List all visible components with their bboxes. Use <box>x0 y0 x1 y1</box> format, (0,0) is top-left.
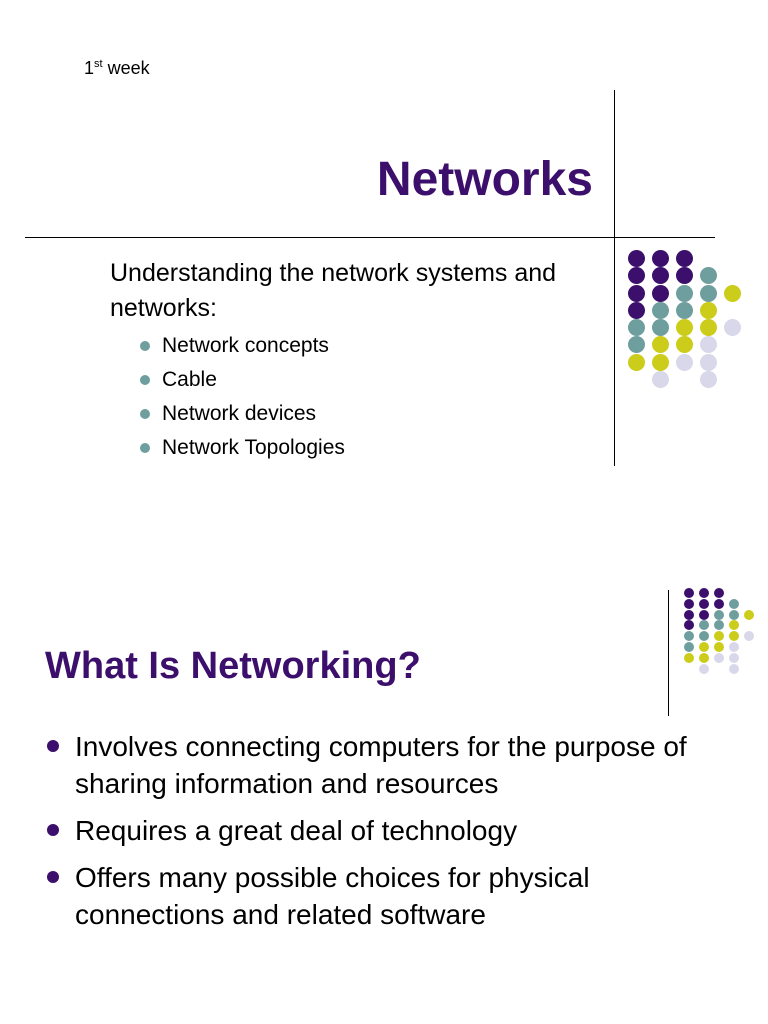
list-item: Cable <box>140 366 345 400</box>
week-label: 1st week <box>84 58 150 79</box>
decorative-dot <box>684 598 694 609</box>
decorative-dot <box>676 301 693 319</box>
decorative-dot <box>699 620 709 631</box>
decorative-dot <box>684 620 694 631</box>
decorative-dot <box>652 301 669 319</box>
decorative-dot <box>628 267 645 285</box>
vertical-divider <box>614 90 615 466</box>
decorative-dot <box>628 336 645 354</box>
horizontal-divider <box>25 237 715 238</box>
decorative-dot <box>699 663 709 674</box>
decorative-dot <box>676 250 693 267</box>
slide-title-2: What Is Networking? <box>45 645 421 687</box>
list-item: Involves connecting computers for the pu… <box>45 728 745 802</box>
decorative-dot <box>699 642 709 652</box>
decorative-dot <box>700 370 717 388</box>
decorative-dot <box>676 353 693 371</box>
decorative-dot <box>684 652 694 663</box>
decorative-dot <box>699 652 709 663</box>
decorative-dot <box>628 301 645 319</box>
decorative-dot <box>700 319 717 337</box>
list-item: Network Topologies <box>140 434 345 468</box>
decorative-dot <box>724 319 741 337</box>
vertical-divider-small <box>668 590 669 716</box>
decorative-dot <box>652 284 669 302</box>
decorative-dot <box>628 284 645 302</box>
decorative-dot <box>729 652 739 663</box>
decorative-dot <box>684 609 694 620</box>
decorative-dot <box>699 631 709 642</box>
decorative-dot <box>628 353 645 371</box>
decorative-dot <box>744 631 754 642</box>
week-number: 1 <box>84 58 95 78</box>
topic-list: Network concepts Cable Network devices N… <box>140 332 345 468</box>
slide-title: Networks <box>376 153 593 206</box>
week-suffix: st <box>94 58 103 70</box>
decorative-dot <box>684 631 694 642</box>
decorative-dot <box>714 620 724 631</box>
decorative-dot <box>729 609 739 620</box>
decorative-dot <box>676 319 693 337</box>
decorative-dot <box>652 267 669 285</box>
decorative-dot <box>714 652 724 663</box>
list-item: Network concepts <box>140 332 345 366</box>
decorative-dot <box>652 319 669 337</box>
decorative-dot <box>724 284 741 302</box>
week-text: week <box>107 58 150 78</box>
decorative-dot <box>714 609 724 620</box>
decorative-dot <box>699 609 709 620</box>
decorative-dot <box>652 353 669 371</box>
decorative-dot <box>628 250 645 267</box>
decorative-dot <box>652 336 669 354</box>
decorative-dot <box>676 284 693 302</box>
decorative-dot <box>676 267 693 285</box>
decorative-dot <box>714 631 724 642</box>
bullet-list: Involves connecting computers for the pu… <box>45 728 745 943</box>
decorative-dot <box>700 353 717 371</box>
decorative-dot <box>700 301 717 319</box>
decorative-dot <box>652 370 669 388</box>
decorative-dot <box>700 284 717 302</box>
decorative-dot <box>729 620 739 631</box>
decorative-dot <box>700 267 717 285</box>
decorative-dot <box>684 588 694 598</box>
decorative-dot <box>628 319 645 337</box>
decorative-dot <box>729 642 739 652</box>
decorative-dot <box>729 631 739 642</box>
decorative-dot <box>676 336 693 354</box>
decorative-dot <box>699 588 709 598</box>
decorative-dot <box>714 588 724 598</box>
decorative-dot <box>729 663 739 674</box>
list-item: Network devices <box>140 400 345 434</box>
decorative-dot <box>714 642 724 652</box>
decorative-dot <box>684 642 694 652</box>
list-item: Offers many possible choices for physica… <box>45 859 745 933</box>
decorative-dot <box>729 598 739 609</box>
decorative-dot <box>700 336 717 354</box>
decorative-dot <box>714 598 724 609</box>
decorative-dot <box>652 250 669 267</box>
list-item: Requires a great deal of technology <box>45 812 745 849</box>
intro-text: Understanding the network systems and ne… <box>110 259 557 322</box>
decorative-dot <box>744 609 754 620</box>
decorative-dot <box>699 598 709 609</box>
